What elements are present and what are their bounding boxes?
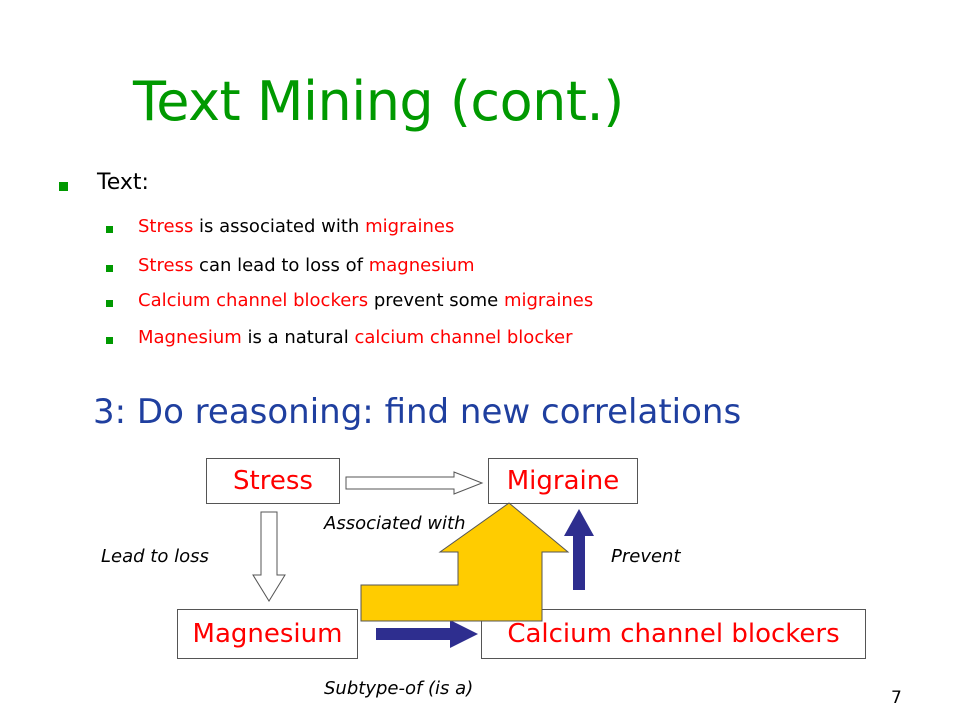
slide-subtitle: 3: Do reasoning: find new correlations [93, 392, 742, 432]
node-migraine: Migraine [488, 458, 638, 504]
bullet-square [59, 182, 68, 191]
inferred-correlation-arrow [360, 502, 570, 622]
sentence-text: is associated with [193, 216, 366, 237]
edge-label-prevent: Prevent [611, 546, 681, 567]
highlighted-term: calcium channel blocker [354, 327, 573, 348]
bullet-heading: Text: [97, 170, 149, 195]
arrow-lead-to-loss [252, 511, 286, 602]
arrow-subtype [376, 620, 478, 648]
edge-label-lead-to-loss: Lead to loss [101, 546, 209, 567]
highlighted-term: migraines [365, 216, 455, 237]
highlighted-term: magnesium [368, 255, 475, 276]
sentence-1: Stress is associated with migraines [138, 216, 454, 237]
bullet-list: Text: Stress is associated with migraine… [59, 170, 593, 348]
bullet-square [106, 337, 113, 344]
highlighted-term: migraines [503, 290, 594, 311]
bullet-square [106, 265, 113, 272]
highlighted-term: Stress [138, 216, 194, 237]
sentence-text: can lead to loss of [193, 255, 369, 276]
arrow-prevent [564, 509, 594, 590]
sentence-4: Magnesium is a natural calcium channel b… [138, 327, 572, 348]
bullet-square [106, 226, 113, 233]
edge-label-subtype: Subtype-of (is a) [324, 678, 474, 699]
node-stress: Stress [206, 458, 340, 504]
sentence-3: Calcium channel blockers prevent some mi… [138, 290, 593, 311]
arrow-associated [345, 471, 484, 495]
highlighted-term: Stress [138, 255, 194, 276]
highlighted-term: Calcium channel blockers [138, 290, 369, 311]
sentence-2: Stress can lead to loss of magnesium [138, 255, 475, 276]
slide-title: Text Mining (cont.) [133, 70, 624, 133]
highlighted-term: Magnesium [138, 327, 242, 348]
node-magnesium: Magnesium [177, 609, 358, 659]
sentence-text: prevent some [368, 290, 504, 311]
sentence-text: is a natural [241, 327, 355, 348]
page-number: 7 [891, 688, 902, 708]
node-calcium-channel-blockers: Calcium channel blockers [481, 609, 866, 659]
bullet-square [106, 300, 113, 307]
edge-label-associated: Associated with [324, 513, 466, 534]
